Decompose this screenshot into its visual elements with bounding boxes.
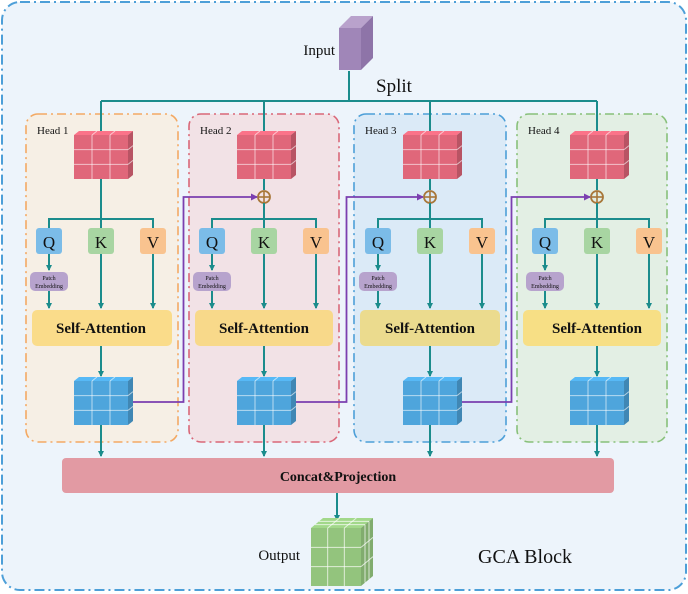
self-attention-block <box>360 310 500 346</box>
cross-head-connector-3-to-4 <box>462 193 591 403</box>
self-attention-block <box>32 310 172 346</box>
head-label: Head 4 <box>528 125 560 137</box>
sum-node-icon <box>423 190 437 204</box>
self-attention-label: Self-Attention <box>552 321 643 337</box>
patch-embedding-line2: Embedding <box>364 284 392 290</box>
qkv-label-q: Q <box>206 233 218 252</box>
qkv-label-k: K <box>591 233 604 252</box>
qkv-label-q: Q <box>43 233 55 252</box>
patch-embedding-line2: Embedding <box>35 284 63 290</box>
qkv-box-k <box>584 228 610 254</box>
head-label: Head 1 <box>37 125 68 137</box>
self-attention-label: Self-Attention <box>56 321 147 337</box>
head-label: Head 2 <box>200 125 231 137</box>
cross-head-connector-1-to-2 <box>133 193 258 403</box>
patch-embedding-line1: Patch <box>371 276 384 282</box>
qkv-box-k <box>417 228 443 254</box>
output-label: Output <box>258 548 301 564</box>
qkv-box-q <box>532 228 558 254</box>
qkv-label-v: V <box>643 233 656 252</box>
patch-embedding-line1: Patch <box>42 276 55 282</box>
patch-embedding-line1: Patch <box>538 276 551 282</box>
split-tensor <box>403 130 463 179</box>
patch-embedding-line2: Embedding <box>198 284 226 290</box>
split-tensor <box>74 130 134 179</box>
qkv-box-v <box>140 228 166 254</box>
qkv-label-k: K <box>424 233 437 252</box>
attention-tensor <box>403 376 463 425</box>
qkv-label-v: V <box>476 233 489 252</box>
self-attention-label: Self-Attention <box>385 321 476 337</box>
head-label: Head 3 <box>365 125 397 137</box>
attention-tensor <box>570 376 630 425</box>
input-label: Input <box>303 43 335 59</box>
qkv-box-q <box>199 228 225 254</box>
qkv-label-q: Q <box>539 233 551 252</box>
qkv-label-k: K <box>95 233 108 252</box>
output-front-face <box>311 528 361 586</box>
qkv-label-v: V <box>147 233 160 252</box>
attention-tensor <box>237 376 297 425</box>
block-title: GCA Block <box>478 546 572 568</box>
sum-node-icon <box>257 190 271 204</box>
head-frame <box>516 113 668 443</box>
concat-projection-block <box>62 458 614 493</box>
qkv-box-v <box>636 228 662 254</box>
qkv-box-v <box>469 228 495 254</box>
self-attention-block <box>195 310 333 346</box>
attention-tensor <box>74 376 134 425</box>
patch-embedding-box <box>359 272 397 291</box>
split-tensor <box>237 130 297 179</box>
cross-head-connector-2-to-3 <box>296 193 424 403</box>
sum-node-icon <box>590 190 604 204</box>
self-attention-label: Self-Attention <box>219 321 310 337</box>
qkv-box-k <box>251 228 277 254</box>
output-side-face <box>361 518 373 586</box>
qkv-box-k <box>88 228 114 254</box>
output-tensor <box>311 517 374 586</box>
qkv-box-q <box>36 228 62 254</box>
patch-embedding-line2: Embedding <box>531 284 559 290</box>
patch-embedding-box <box>193 272 231 291</box>
concat-projection-label: Concat&Projection <box>280 470 397 485</box>
split-tensor <box>570 130 630 179</box>
output-top-face <box>311 518 373 528</box>
patch-embedding-box <box>526 272 564 291</box>
qkv-box-v <box>303 228 329 254</box>
qkv-label-v: V <box>310 233 323 252</box>
patch-embedding-box <box>30 272 68 291</box>
input-tensor <box>339 16 373 70</box>
qkv-box-q <box>365 228 391 254</box>
patch-embedding-line1: Patch <box>205 276 218 282</box>
qkv-label-k: K <box>258 233 271 252</box>
split-label: Split <box>376 76 413 97</box>
qkv-label-q: Q <box>372 233 384 252</box>
self-attention-block <box>523 310 661 346</box>
